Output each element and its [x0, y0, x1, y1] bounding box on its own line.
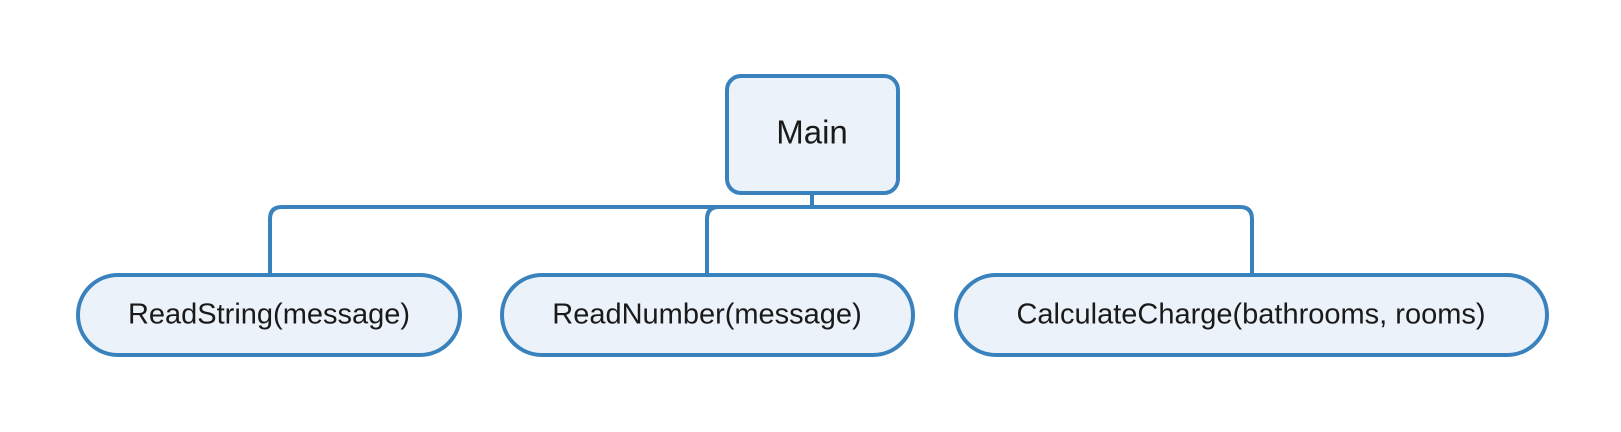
node-main-box: [725, 74, 900, 195]
node-calculatecharge-label: CalculateCharge(bathrooms, rooms): [1016, 299, 1485, 331]
node-readnumber-label: ReadNumber(message): [552, 299, 861, 331]
node-calculatecharge-box: [954, 273, 1549, 357]
node-readstring-label: ReadString(message): [128, 299, 410, 331]
connectors: [268, 193, 1254, 275]
node-readnumber: ReadNumber(message): [500, 273, 915, 357]
connector-bus-middle: [705, 205, 812, 275]
node-readnumber-box: [500, 273, 915, 357]
node-main: Main: [725, 74, 900, 195]
connector-bus-right: [812, 205, 1254, 275]
node-main-label: Main: [776, 114, 848, 151]
node-readstring-box: [76, 273, 462, 357]
node-calculatecharge: CalculateCharge(bathrooms, rooms): [954, 273, 1549, 357]
node-readstring: ReadString(message): [76, 273, 462, 357]
connector-bus-left: [268, 205, 812, 275]
